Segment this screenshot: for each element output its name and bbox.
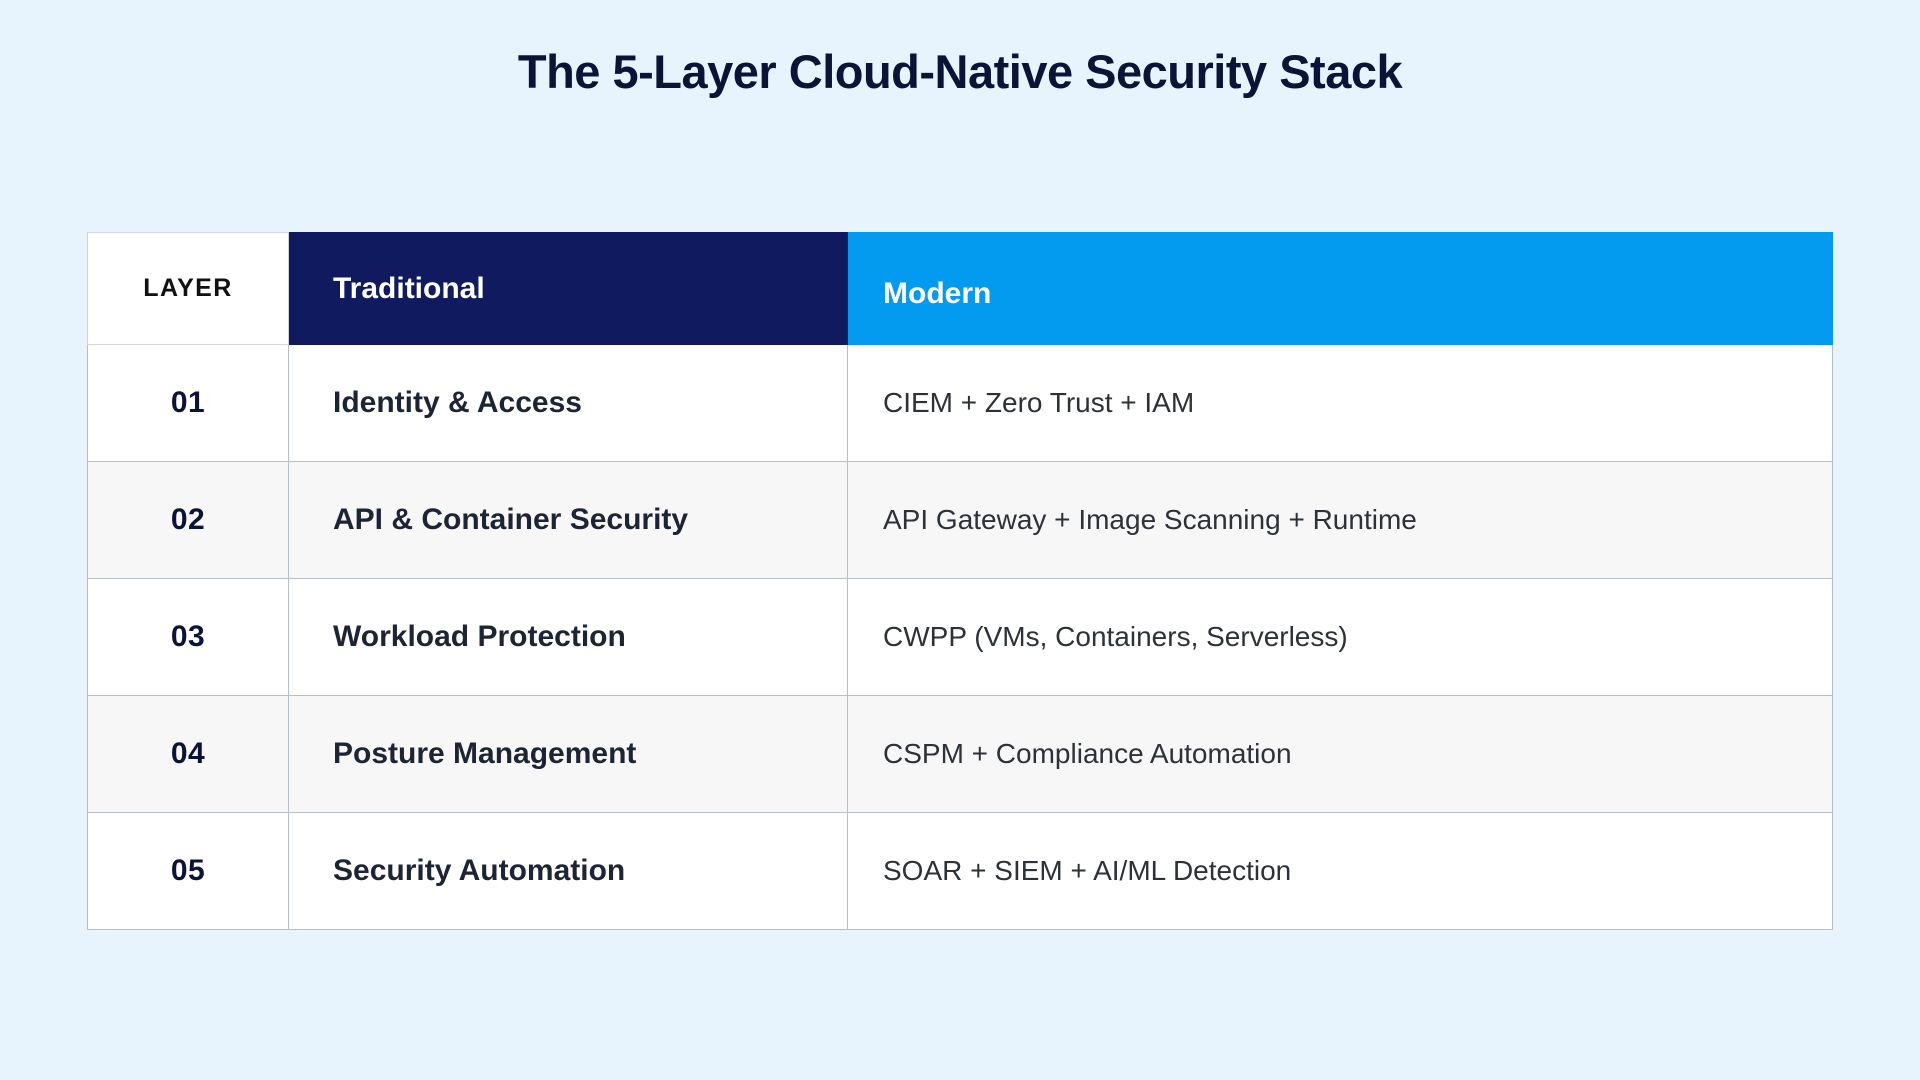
cell-traditional: Posture Management (288, 695, 848, 813)
security-stack-table: LAYER Traditional Modern 01 Identity & A… (87, 232, 1833, 930)
cell-modern: CIEM + Zero Trust + IAM (847, 344, 1833, 462)
table-row: 04 Posture Management CSPM + Compliance … (87, 695, 1833, 813)
column-header-traditional: Traditional (288, 232, 848, 345)
table-row: 01 Identity & Access CIEM + Zero Trust +… (87, 344, 1833, 462)
table-row: 03 Workload Protection CWPP (VMs, Contai… (87, 578, 1833, 696)
cell-modern: API Gateway + Image Scanning + Runtime (847, 461, 1833, 579)
cell-layer-number: 05 (87, 812, 289, 930)
column-header-modern: Modern (847, 232, 1833, 345)
cell-layer-number: 02 (87, 461, 289, 579)
security-stack-table-container: LAYER Traditional Modern 01 Identity & A… (87, 232, 1833, 930)
table-body: 01 Identity & Access CIEM + Zero Trust +… (87, 344, 1833, 930)
column-header-layer: LAYER (87, 232, 289, 345)
cell-layer-number: 04 (87, 695, 289, 813)
page-title: The 5-Layer Cloud-Native Security Stack (517, 45, 1403, 98)
column-header-modern-label: Modern (883, 276, 992, 310)
cell-modern: CSPM + Compliance Automation (847, 695, 1833, 813)
table-header: LAYER Traditional Modern (87, 232, 1833, 345)
cell-layer-number: 03 (87, 578, 289, 696)
cell-modern: SOAR + SIEM + AI/ML Detection (847, 812, 1833, 930)
table-row: 02 API & Container Security API Gateway … (87, 461, 1833, 579)
cell-traditional: Identity & Access (288, 344, 848, 462)
cell-layer-number: 01 (87, 344, 289, 462)
cell-traditional: API & Container Security (288, 461, 848, 579)
cell-traditional: Security Automation (288, 812, 848, 930)
cell-modern: CWPP (VMs, Containers, Serverless) (847, 578, 1833, 696)
table-header-row: LAYER Traditional Modern (87, 232, 1833, 345)
table-row: 05 Security Automation SOAR + SIEM + AI/… (87, 812, 1833, 930)
cell-traditional: Workload Protection (288, 578, 848, 696)
